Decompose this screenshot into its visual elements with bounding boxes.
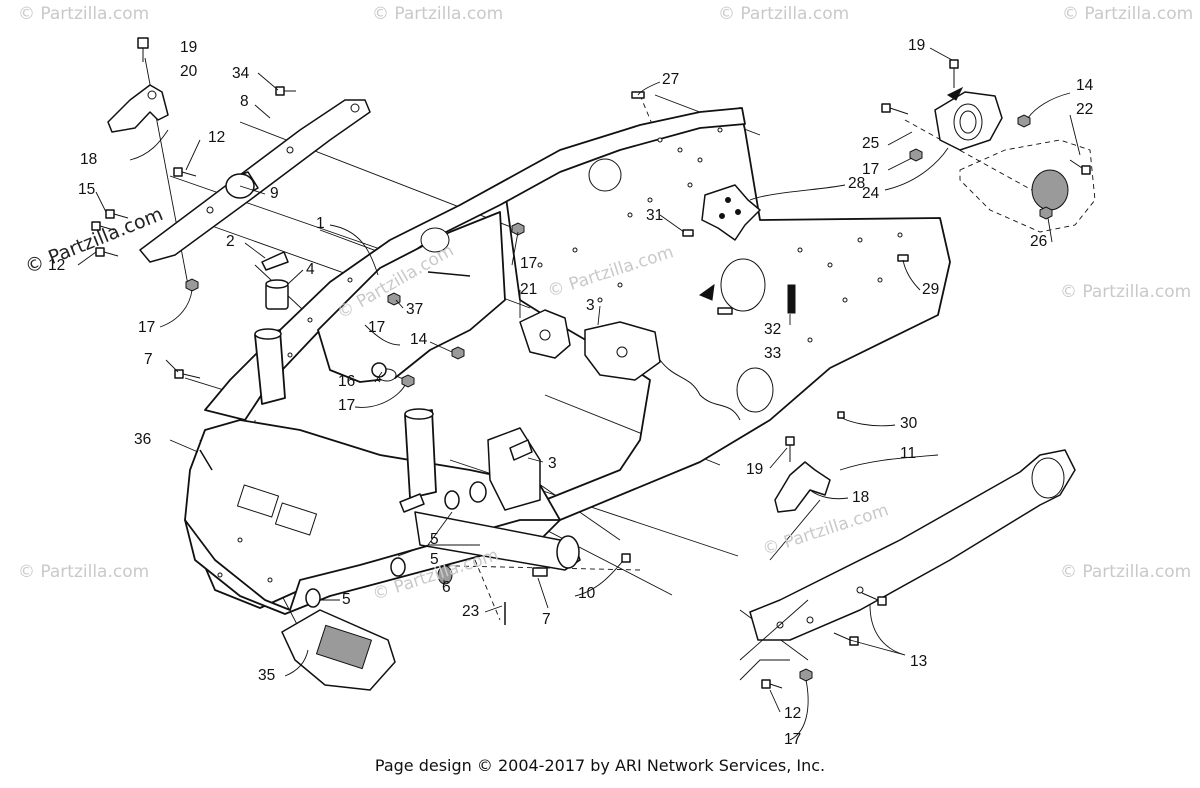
callout: 9 [270,185,279,202]
callout: 36 [134,431,152,448]
callout: 10 [578,585,596,602]
callout: 18 [852,489,870,506]
callout: 1 [316,215,325,232]
callout: 2 [226,233,235,250]
callout: 24 [862,185,880,202]
watermark: © Partzilla.com [718,4,850,24]
callout: 12 [208,129,226,146]
callout: 14 [410,331,428,348]
callout: 23 [462,603,480,620]
callout: 34 [232,65,250,82]
callout: 17 [368,319,386,336]
callout: 17 [784,731,802,748]
hardware [91,37,1091,689]
callout: 33 [764,345,782,362]
callout: 17 [338,397,356,414]
watermark: © Partzilla.com [18,562,150,582]
callout: 4 [306,261,315,278]
bracket-18-top [107,84,169,133]
callout: 12 [784,705,802,722]
frame-bar-11 [749,449,1076,641]
callout: 22 [1076,101,1094,118]
callout: 15 [78,181,96,198]
callout-leaders [77,47,1081,741]
callout: 20 [180,63,198,80]
callout: 21 [520,281,538,298]
callout: 27 [662,71,680,88]
callout: 3 [548,455,557,472]
callout: 18 [80,151,98,168]
callout: 35 [258,667,276,684]
callout: 6 [442,579,451,596]
callout: 7 [542,611,551,628]
callout: 17 [520,255,538,272]
callout: 25 [862,135,880,152]
watermark: © Partzilla.com [1060,282,1192,302]
callout: 29 [922,281,940,298]
callout: 28 [848,175,866,192]
callout: 5 [342,591,351,608]
callout: 5 [430,531,439,548]
bracket-18-bottom [774,461,831,513]
callout: 19 [908,37,926,54]
chassis-frame [184,107,951,615]
callout: 11 [900,445,917,462]
callout: 19 [180,39,198,56]
frame-bar-8 [139,99,371,263]
callout: 37 [406,301,424,318]
callout: 30 [900,415,918,432]
callout: 7 [144,351,153,368]
callout: 16 [338,373,356,390]
callout: 32 [764,321,782,338]
watermark: © Partzilla.com [1062,4,1194,24]
callout: 8 [240,93,249,110]
plate-28 [701,184,761,241]
callout: 13 [910,653,928,670]
watermark: © Partzilla.com [372,4,504,24]
side-cover-outline [959,139,1096,233]
callout: 5 [430,551,439,568]
page-footer: Page design © 2004-2017 by ARI Network S… [374,756,826,775]
watermark: © Partzilla.com [18,4,150,24]
callout: 19 [746,461,764,478]
watermark: © Partzilla.com [1060,562,1192,582]
callout: 26 [1030,233,1048,250]
callout: 12 [48,257,66,274]
callout: 31 [646,207,664,224]
callout: 17 [862,161,880,178]
callout: 14 [1076,77,1094,94]
callout: 17 [138,319,156,336]
callout: 3 [586,297,595,314]
